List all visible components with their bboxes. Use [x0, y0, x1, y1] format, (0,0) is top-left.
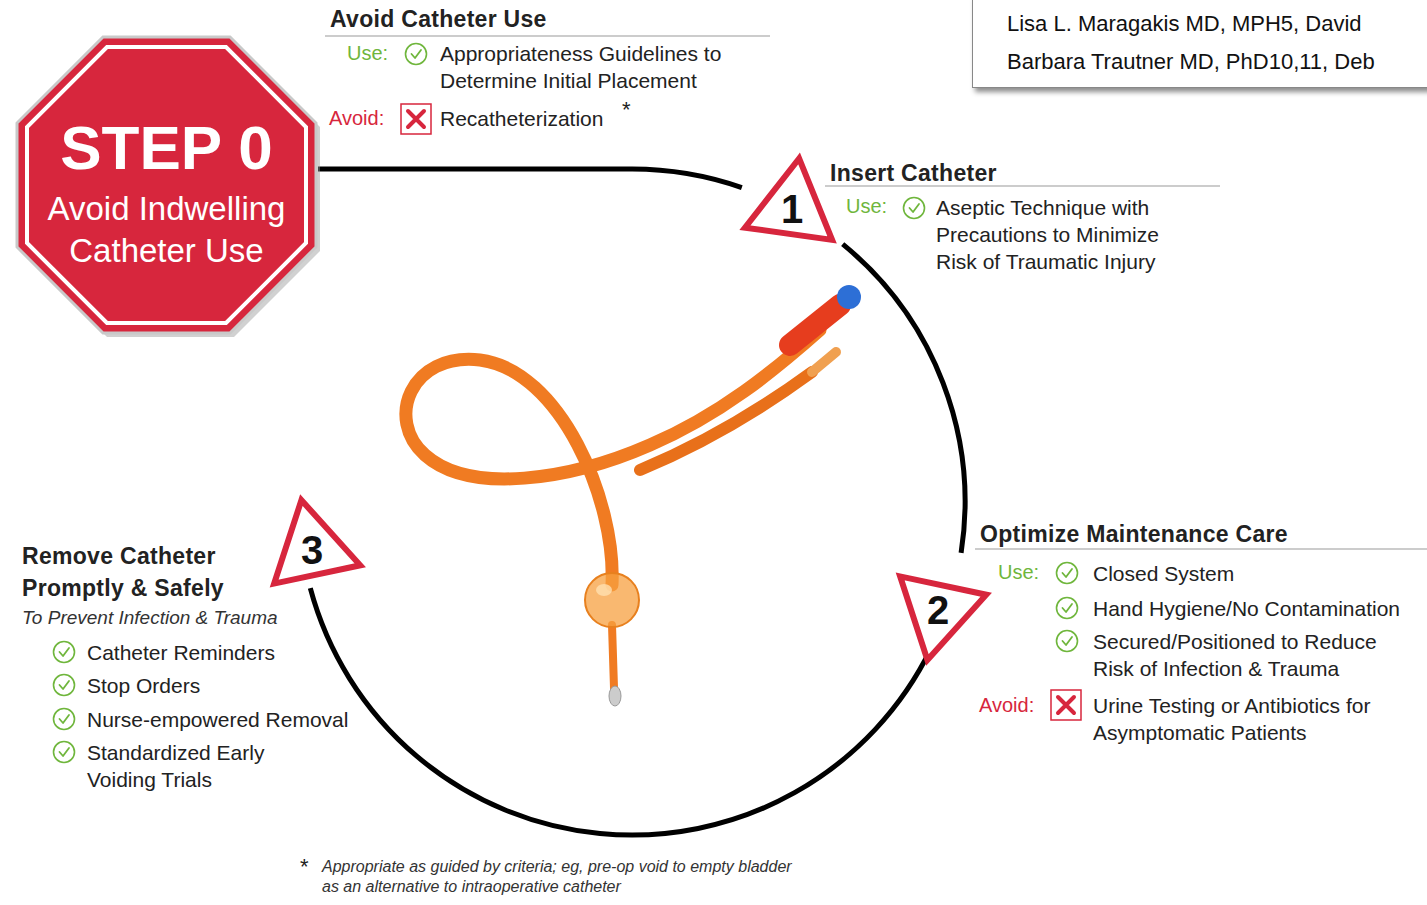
check-icon: [54, 742, 75, 763]
cycle-arc: [318, 169, 742, 188]
callout-number: 3: [262, 528, 362, 572]
guideline-text: Stop Orders: [87, 672, 200, 699]
catheter-cap: [837, 285, 861, 309]
check-icon: [1057, 631, 1078, 652]
check-icon: [54, 675, 75, 696]
check-icon: [54, 642, 75, 663]
callout-number: 1: [742, 187, 842, 231]
x-icon-mark: [408, 111, 424, 127]
check-icon: [406, 44, 427, 65]
octagon-fill: [17, 37, 316, 333]
cycle-arc: [843, 244, 965, 553]
guideline-text: Recatheterization: [440, 105, 603, 132]
check-mark: [1063, 569, 1073, 577]
step-triangle: 1: [742, 152, 842, 247]
catheter-connector: [790, 305, 840, 345]
heading-rule: [325, 35, 770, 37]
check-mark: [1063, 637, 1073, 645]
check-icon: [1057, 563, 1078, 584]
balloon-highlight: [596, 584, 612, 596]
heading-rule: [975, 548, 1427, 550]
check-icon: [54, 709, 75, 730]
catheter-branch: [640, 372, 812, 470]
use-tag: Use:: [998, 559, 1039, 586]
step-triangle: 2: [888, 553, 988, 648]
guideline-text: Urine Testing or Antibiotics for Asympto…: [1093, 692, 1403, 746]
x-icon-box: [1051, 690, 1081, 720]
catheter-balloon: [585, 573, 639, 627]
section-heading: Optimize Maintenance Care: [980, 519, 1288, 549]
stop-text: Avoid Indwelling Catheter Use: [27, 188, 306, 272]
section-heading: Remove Catheter Promptly & Safely: [22, 540, 282, 604]
section-subtitle: To Prevent Infection & Trauma: [22, 606, 278, 630]
guideline-text: Appropriateness Guidelines to Determine …: [440, 40, 780, 94]
author-box: Lisa L. Maragakis MD, MPH5, David Barbar…: [972, 0, 1427, 88]
check-mark: [60, 715, 70, 723]
footnote-mark: *: [622, 98, 631, 122]
avoid-tag: Avoid:: [329, 105, 384, 132]
avoid-tag: Avoid:: [979, 692, 1034, 719]
guideline-text: Standardized Early Voiding Trials: [87, 739, 292, 793]
check-mark: [60, 681, 70, 689]
guideline-text: Aseptic Technique with Precautions to Mi…: [936, 194, 1201, 275]
guideline-text: Nurse-empowered Removal: [87, 706, 348, 733]
guideline-text: Hand Hygiene/No Contamination: [1093, 595, 1400, 622]
catheter-tube: [406, 330, 820, 585]
node-text: Lisa L. Maragakis MD, MPH5, David Barbar…: [1007, 5, 1407, 81]
catheter-tip: [609, 686, 621, 706]
check-mark: [60, 648, 70, 656]
octagon-shape: [15, 35, 318, 335]
use-tag: Use:: [347, 40, 388, 67]
guideline-text: Catheter Reminders: [87, 639, 275, 666]
x-icon-box: [401, 104, 431, 134]
check-mark: [60, 748, 70, 756]
catheter-stem: [612, 625, 614, 688]
check-mark: [412, 50, 422, 58]
catheter-port: [812, 352, 836, 372]
section-heading: Insert Catheter: [830, 158, 997, 188]
check-mark: [910, 204, 920, 212]
stop-heading: STEP 0: [15, 113, 318, 183]
callout-number: 2: [888, 588, 988, 632]
stop-octagon: STEP 0Avoid Indwelling Catheter Use: [15, 35, 318, 335]
guideline-text: Closed System: [1093, 560, 1234, 587]
step-triangle: 3: [262, 493, 362, 588]
check-mark: [1063, 604, 1073, 612]
footnote-mark: *: [300, 855, 309, 879]
section-heading: Avoid Catheter Use: [330, 4, 547, 34]
check-icon: [904, 198, 925, 219]
guideline-text: Secured/Positioned to Reduce Risk of Inf…: [1093, 628, 1413, 682]
octagon-inner-rim: [27, 47, 306, 323]
x-icon-mark: [1058, 697, 1074, 713]
footnote-text: Appropriate as guided by criteria; eg, p…: [322, 857, 792, 897]
use-tag: Use:: [846, 193, 887, 220]
check-icon: [1057, 598, 1078, 619]
cycle-arc: [310, 588, 931, 835]
